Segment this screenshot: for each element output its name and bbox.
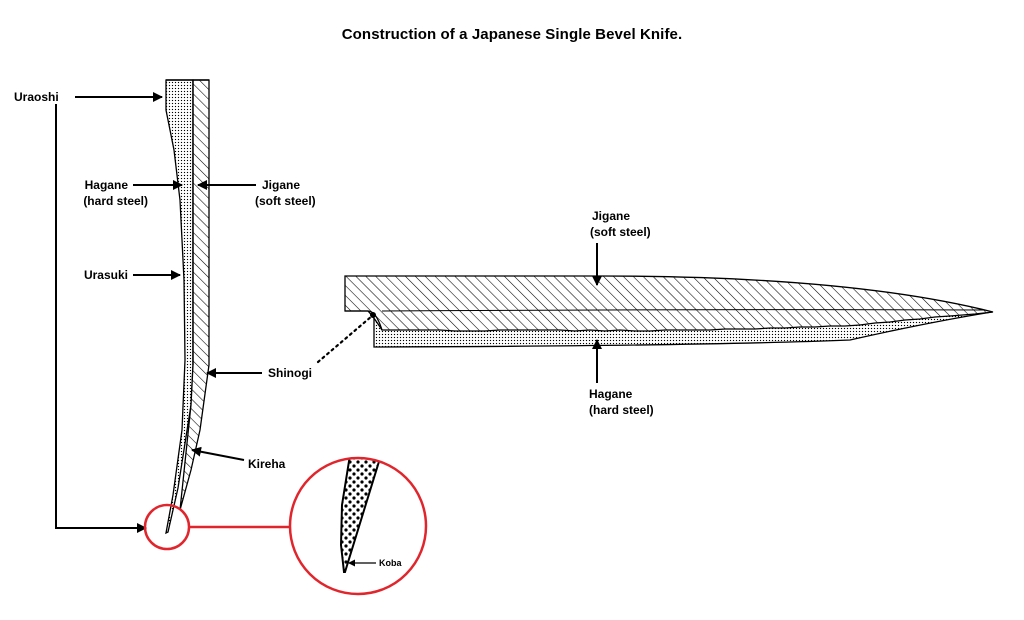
label-uraoshi: Uraoshi	[14, 90, 59, 104]
side-label-hagane: Hagane	[589, 387, 633, 401]
zoom-hagane-shape	[339, 458, 383, 573]
label-jigane-sub: (soft steel)	[255, 194, 316, 208]
side-shinogi-line	[381, 309, 986, 312]
label-shinogi: Shinogi	[268, 366, 312, 380]
label-kireha: Kireha	[248, 457, 286, 471]
label-hagane: Hagane	[85, 178, 129, 192]
label-hagane-sub: (hard steel)	[83, 194, 148, 208]
uraoshi-leader	[55, 104, 147, 533]
zoom-circle	[288, 456, 428, 596]
label-jigane: Jigane	[262, 178, 300, 192]
side-label-jigane: Jigane	[592, 209, 630, 223]
shinogi-dotted-leader	[316, 314, 374, 364]
label-koba: Koba	[379, 558, 402, 568]
koba-zoom: Koba	[143, 456, 428, 596]
side-label-jigane-sub: (soft steel)	[590, 225, 651, 239]
page-title: Construction of a Japanese Single Bevel …	[341, 26, 683, 43]
cross-section: Uraoshi Hagane (hard steel) Jigane (soft…	[14, 79, 316, 535]
kireha-arrow	[191, 446, 245, 461]
side-label-hagane-sub: (hard steel)	[589, 403, 654, 417]
side-jigane-shape	[344, 275, 994, 332]
label-urasuki: Urasuki	[84, 268, 128, 282]
side-view: Jigane (soft steel) Hagane (hard steel)	[316, 209, 994, 417]
